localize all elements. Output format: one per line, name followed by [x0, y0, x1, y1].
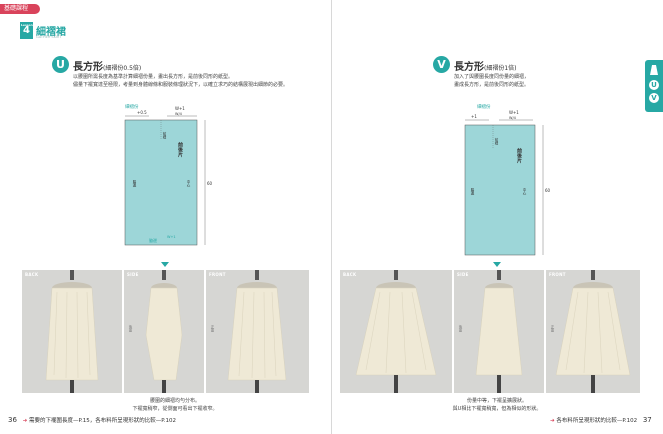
pattern-measure-w-top: W+1 — [509, 110, 519, 115]
photo-side-u: SIDE 後面 — [124, 270, 204, 393]
variant-description-v: 加入了與腰圍長度同份量的細褶， 畫成長方形，是前後同形的紙型。 — [454, 73, 634, 89]
chapter-small-label: Lesson — [21, 23, 33, 27]
pattern-top-label: 細褶份 — [477, 103, 491, 110]
footer-reference[interactable]: 需要的下襬圍長度—P.15，各布料所呈現形狀的比較—P.102 — [29, 418, 176, 424]
side-index-tab[interactable]: U V — [645, 60, 663, 112]
skirt-icon — [650, 65, 658, 75]
variant-title-v: 長方形(細褶份1倍) — [454, 58, 517, 73]
photo-label: BACK — [25, 272, 39, 277]
photo-back-v: BACK — [340, 270, 452, 393]
photo-side-text: 後面 — [129, 325, 133, 332]
arrow-down-icon — [493, 262, 501, 267]
pattern-measure-left: +0.5 — [137, 110, 147, 115]
pattern-mark: 前樣 — [494, 137, 499, 146]
pattern-side: 脇邊 — [470, 187, 475, 196]
skirt-icon — [475, 270, 523, 393]
pattern-measure-w: W/4 — [509, 116, 517, 120]
photo-label: BACK — [343, 272, 357, 277]
footer-right: ➜ 各布料所呈現形狀的比較—P.102 37 — [550, 416, 652, 424]
side-tab-v: V — [649, 93, 659, 103]
arrow-right-icon: ➜ — [22, 418, 28, 424]
photo-side-text: 正面 — [551, 325, 555, 332]
photo-label: SIDE — [127, 272, 139, 277]
left-page: 基礎課程 Lesson 4 細褶裙 GATHER SKIRT U 長方形(細褶份… — [0, 0, 331, 434]
pattern-hem-label: 脇邊 — [149, 237, 157, 243]
desc-line: 加入了與腰圍長度同份量的細褶， — [454, 74, 530, 80]
variant-description-u: 以腰圍所需長度為基準計算細褶份量，畫出長方形，是前後同形的紙型。 儘量下襬寬達至… — [73, 73, 313, 89]
photo-side-text: 後面 — [459, 325, 463, 332]
variant-title-paren: (細褶份0.5倍) — [103, 65, 142, 72]
photo-front-v: FRONT 正面 — [546, 270, 640, 393]
pattern-hem-w: W+1 — [167, 235, 176, 239]
pattern-rect-v — [464, 124, 536, 256]
photo-back-u: BACK — [22, 270, 122, 393]
variant-title-u: 長方形(細褶份0.5倍) — [73, 58, 141, 73]
pattern-front-back: 前後片 — [516, 147, 523, 164]
pattern-diagram-v: 細褶份 +1 W+1 W/4 前樣 前後片 脇邊 中心 60 — [464, 103, 551, 256]
desc-line: 以腰圍所需長度為基準計算細褶份量，畫出長方形，是前後同形的紙型。 — [73, 74, 234, 80]
page-number: 37 — [642, 416, 652, 424]
photo-front-u: FRONT 正面 — [206, 270, 309, 393]
right-page: V 長方形(細褶份1倍) 加入了與腰圍長度同份量的細褶， 畫成長方形，是前後同形… — [332, 0, 663, 434]
caption-line: 與U相比下襬寬稍寬，但為相似的形狀。 — [452, 406, 542, 412]
chapter-number-badge: Lesson 4 — [20, 22, 33, 39]
photo-caption-u: 腰圍的細褶均勻分布。 下襬寬稍窄，從側面可看出下襬收窄。 — [100, 397, 250, 413]
caption-line: 下襬寬稍窄，從側面可看出下襬收窄。 — [132, 406, 218, 412]
photo-side-text: 正面 — [211, 325, 215, 332]
pattern-measure-w-top: W+1 — [175, 106, 185, 111]
pattern-center: 中心 — [186, 179, 191, 188]
photo-caption-v: 份量中等，下襬呈擴展狀。 與U相比下襬寬稍寬，但為相似的形狀。 — [422, 397, 572, 413]
pattern-center: 中心 — [522, 187, 527, 196]
footer-reference[interactable]: 各布料所呈現形狀的比較—P.102 — [556, 418, 638, 424]
desc-line: 儘量下襬寬達至極限，考量到身體線條和服裝條理狀況下，以確立求巧的結構展現出細節的… — [73, 82, 289, 88]
photo-label: FRONT — [209, 272, 226, 277]
skirt-icon — [145, 270, 183, 393]
pattern-length: 60 — [207, 181, 213, 186]
page-number: 36 — [8, 416, 17, 424]
pattern-diagram-u: 細褶份 +0.5 W+1 W/4 前樣 前後片 脇邊 中心 60 脇邊 W+1 — [124, 103, 213, 246]
pattern-side: 脇邊 — [132, 179, 137, 188]
chapter-subtitle: GATHER SKIRT — [36, 35, 62, 39]
skirt-icon — [227, 270, 287, 393]
caption-line: 腰圍的細褶均勻分布。 — [149, 398, 200, 404]
variant-badge-u: U — [52, 56, 69, 73]
variant-badge-v: V — [433, 56, 450, 73]
desc-line: 畫成長方形，是前後同形的紙型。 — [454, 82, 530, 88]
caption-line: 份量中等，下襬呈擴展狀。 — [466, 398, 527, 404]
variant-title-text: 長方形 — [454, 62, 484, 73]
pattern-top-label: 細褶份 — [125, 103, 139, 110]
photo-label: SIDE — [457, 272, 469, 277]
skirt-icon — [355, 270, 437, 393]
pattern-measure-left: +1 — [471, 114, 477, 119]
photo-side-v: SIDE 後面 — [454, 270, 544, 393]
chapter-number: 4 — [23, 25, 30, 36]
pattern-rect-u — [124, 119, 198, 246]
chapter-title: 細褶裙 — [36, 27, 66, 38]
section-tab[interactable]: 基礎課程 — [0, 4, 40, 14]
skirt-icon — [555, 270, 631, 393]
variant-title-text: 長方形 — [73, 62, 103, 73]
photo-label: FRONT — [549, 272, 566, 277]
pattern-length: 60 — [545, 188, 551, 193]
side-tab-u: U — [649, 80, 659, 90]
footer-left: 36 ➜ 需要的下襬圍長度—P.15，各布料所呈現形狀的比較—P.102 — [8, 416, 176, 424]
skirt-icon — [45, 270, 99, 393]
variant-title-paren: (細褶份1倍) — [484, 65, 517, 72]
pattern-mark: 前樣 — [162, 131, 167, 140]
page-gutter — [331, 0, 332, 434]
pattern-front-back: 前後片 — [177, 141, 184, 158]
arrow-right-icon: ➜ — [550, 418, 555, 424]
arrow-down-icon — [161, 262, 169, 267]
pattern-measure-w: W/4 — [175, 112, 183, 116]
